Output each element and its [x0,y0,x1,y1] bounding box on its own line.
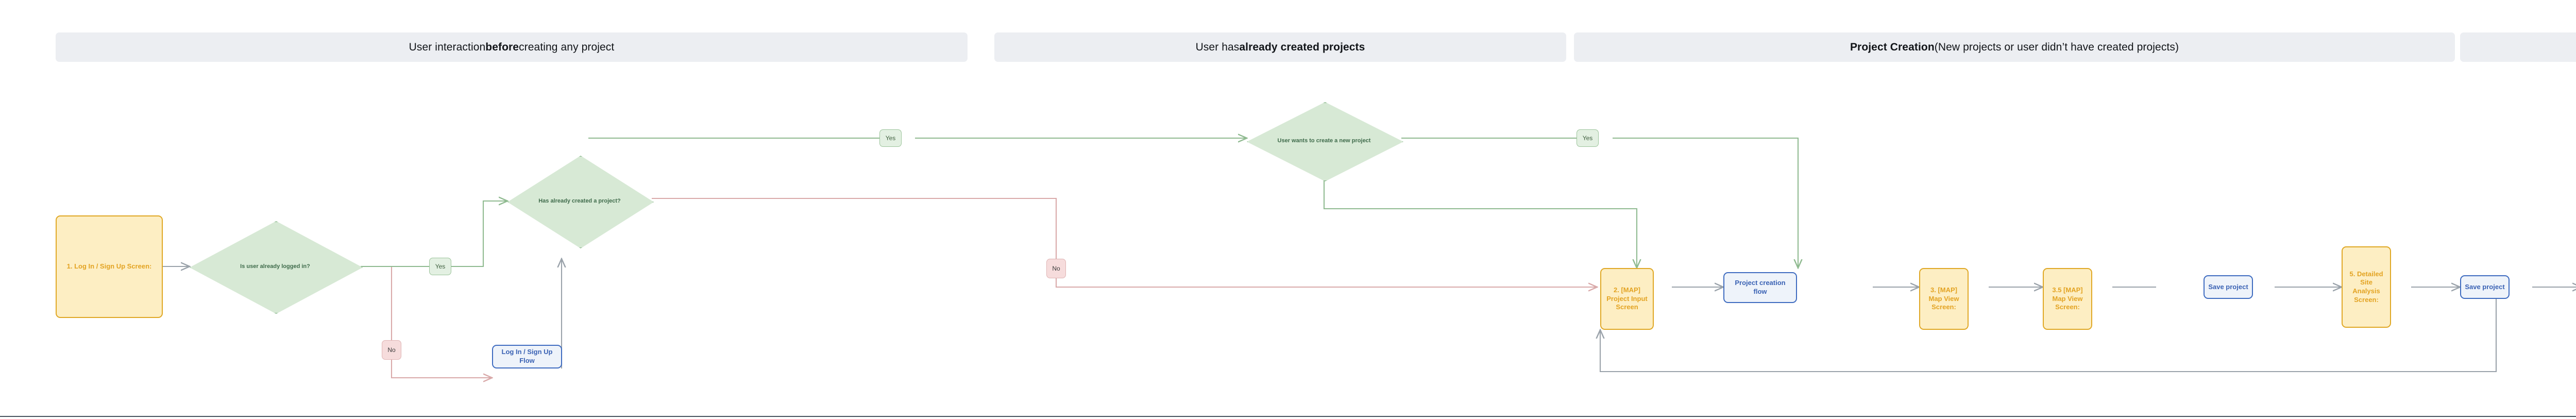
band-before-suffix: creating any project [519,41,615,53]
node-project-input-screen[interactable]: 2. [MAP] Project Input Screen [1600,268,1654,330]
node-save-project-1[interactable]: Save project [2204,275,2253,299]
edge-label-yes-wants-new: Yes [1577,129,1599,147]
node-login-signup-flow-label: Log In / Sign Up Flow [501,348,553,364]
node-map-view-35-label: 3.5 [MAP] Map View Screen: [2052,286,2083,311]
node-detailed-site-analysis-label: 5. Detailed Site Analysis Screen: [2349,270,2383,304]
node-map-view-3-label: 3. [MAP] Map View Screen: [1928,286,1959,311]
band-after: User interaction after creating any proj… [2460,32,2576,62]
node-detailed-site-analysis[interactable]: 5. Detailed Site Analysis Screen: [2342,246,2391,328]
node-wants-new-project[interactable]: User wants to create a new project [1247,102,1403,181]
no-text: No [387,346,396,354]
node-is-logged-in[interactable]: Is user already logged in? [190,221,363,314]
node-has-created-project-label: Has already created a project? [538,197,621,204]
node-has-created-project[interactable]: Has already created a project? [507,156,654,248]
bottom-divider [0,416,2576,417]
band-already: User has already created projects [994,32,1566,62]
node-save-project-2-label: Save project [2465,282,2505,291]
edge-label-no-logged-in: No [382,340,401,360]
node-wants-new-project-label: User wants to create a new project [1277,137,1371,144]
band-before-bold: before [485,41,519,53]
node-save-project-1-label: Save project [2208,282,2248,291]
no-text: No [1052,265,1060,272]
edge-label-no-has-project: No [1046,259,1066,278]
node-login-screen[interactable]: 1. Log In / Sign Up Screen: [56,215,163,318]
band-already-prefix: User has [1195,41,1240,53]
band-creation: Project Creation (New projects or user d… [1574,32,2455,62]
node-is-logged-in-label: Is user already logged in? [240,263,310,270]
band-already-bold: already created projects [1239,41,1365,53]
node-map-view-3[interactable]: 3. [MAP] Map View Screen: [1919,268,1969,330]
node-login-screen-label: 1. Log In / Sign Up Screen: [66,262,152,271]
band-creation-bold: Project Creation [1850,41,1935,53]
band-before: User interaction before creating any pro… [56,32,968,62]
band-before-prefix: User interaction [409,41,486,53]
band-creation-suffix: (New projects or user didn’t have create… [1934,41,2179,53]
yes-text: Yes [885,135,896,142]
node-project-input-screen-label: 2. [MAP] Project Input Screen [1606,286,1648,311]
node-map-view-35[interactable]: 3.5 [MAP] Map View Screen: [2043,268,2092,330]
edge-label-yes-logged-in: Yes [429,258,451,275]
node-project-creation-flow[interactable]: Project creation flow [1723,272,1797,303]
yes-text: Yes [1582,135,1593,142]
yes-text: Yes [435,263,446,270]
node-login-signup-flow[interactable]: Log In / Sign Up Flow [492,345,562,368]
node-project-creation-flow-label: Project creation flow [1735,279,1786,295]
edge-label-yes-has-project: Yes [879,129,902,147]
node-save-project-2[interactable]: Save project [2460,275,2510,299]
